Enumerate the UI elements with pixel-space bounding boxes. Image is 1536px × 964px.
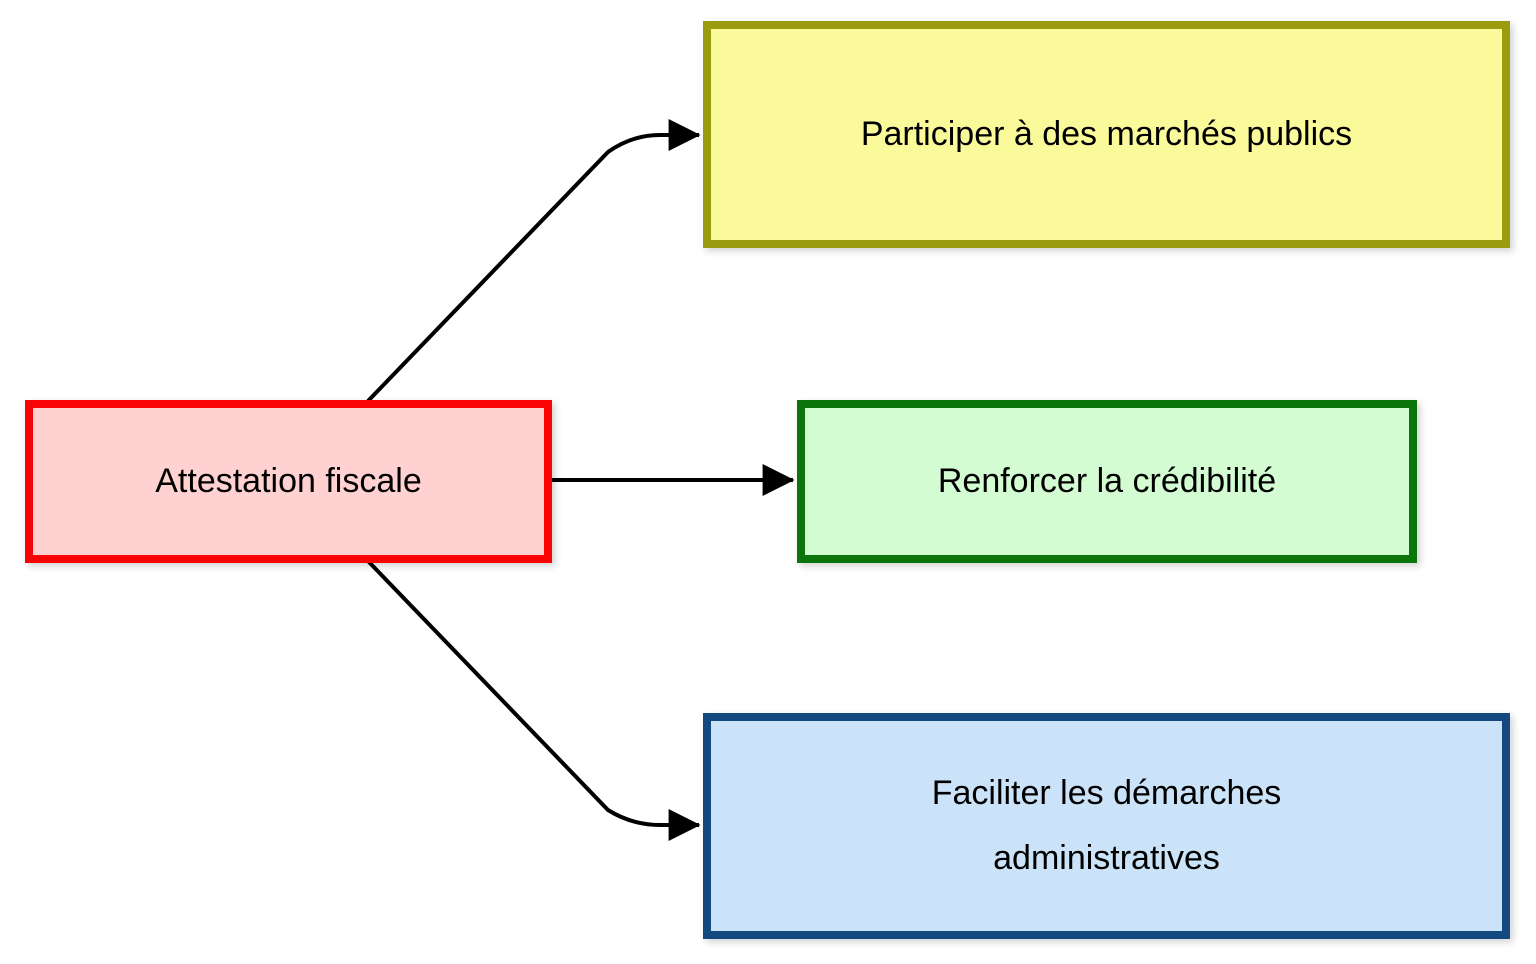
node-participer-marches-publics-label: Participer à des marchés publics (860, 114, 1353, 153)
node-renforcer-credibilite-label: Renforcer la crédibilité (937, 461, 1277, 500)
node-attestation-fiscale-label: Attestation fiscale (155, 461, 422, 500)
node-renforcer-credibilite: Renforcer la crédibilité (797, 400, 1417, 563)
node-faciliter-demarches-administratives: Faciliter les démarches administratives (703, 713, 1510, 939)
node-attestation-fiscale: Attestation fiscale (25, 400, 552, 563)
arrow-source-to-marches (366, 119, 701, 403)
node-participer-marches-publics: Participer à des marchés publics (703, 21, 1510, 248)
arrow-source-to-demarches (366, 559, 701, 841)
node-faciliter-demarches-administratives-label: Faciliter les démarches administratives (931, 773, 1282, 877)
